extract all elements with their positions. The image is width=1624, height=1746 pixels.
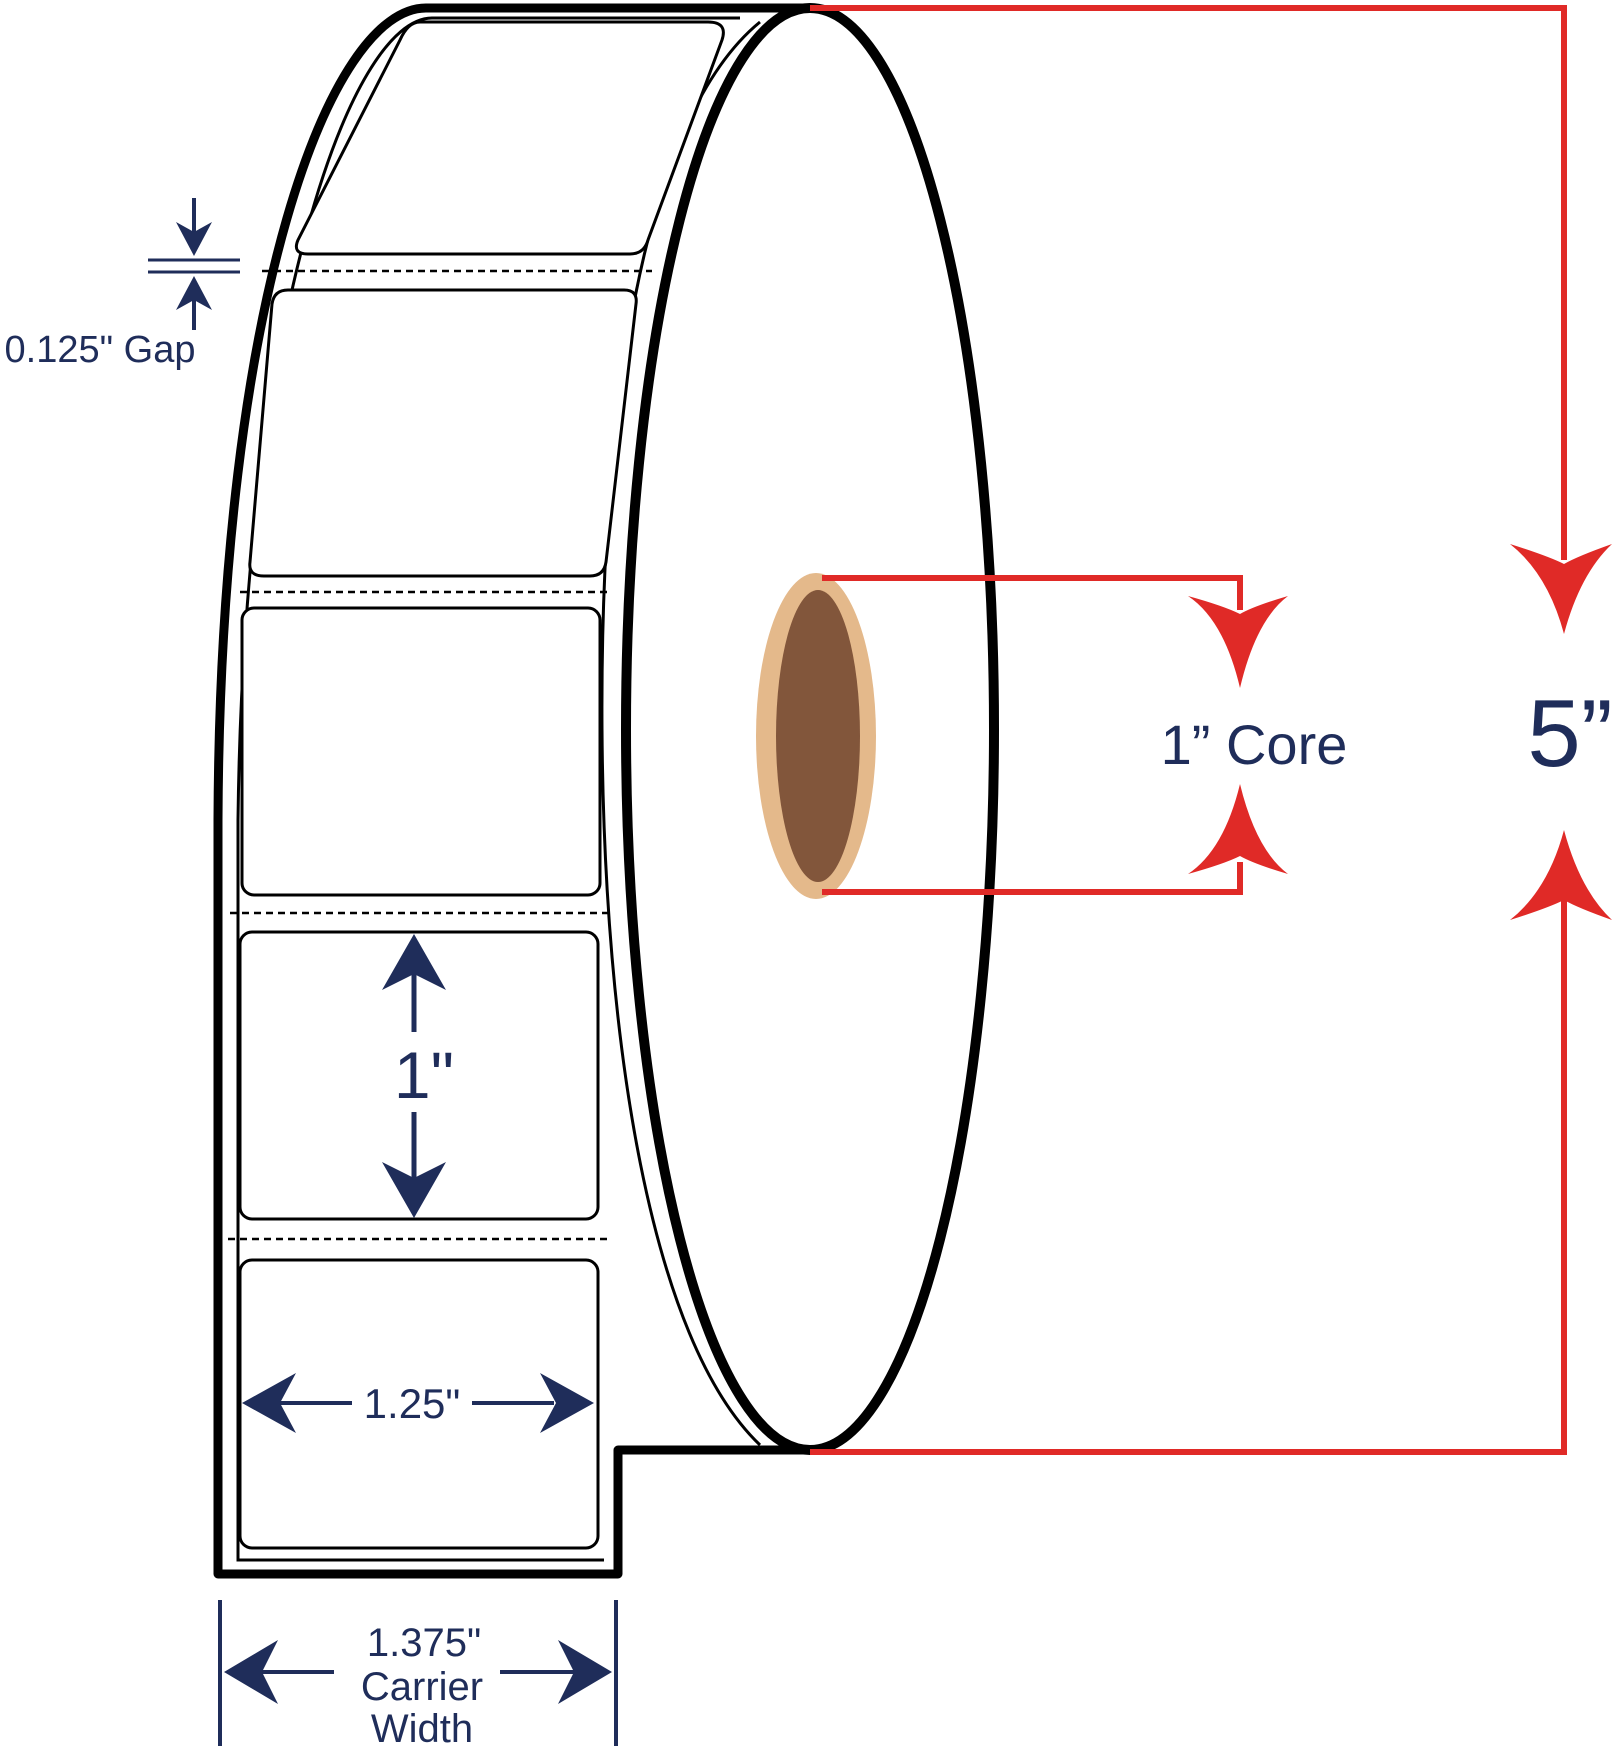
core-label: 1” Core	[1161, 713, 1348, 776]
carrier-width-line2: Width	[371, 1707, 473, 1746]
carrier-width-dimension: 1.375" Carrier Width	[218, 1600, 618, 1746]
labels-on-carrier	[238, 20, 725, 1550]
label-length-dimension: 1"	[382, 934, 454, 1218]
outer-diameter-line	[810, 5, 1567, 1455]
label-width-label: 1.25"	[364, 1380, 461, 1427]
outer-diameter-label: 5”	[1527, 680, 1612, 787]
carrier-arrow-left-head	[224, 1640, 278, 1704]
core-inner	[776, 590, 860, 882]
width-arrow-left-head	[242, 1373, 296, 1433]
carrier-width-value: 1.375"	[367, 1621, 481, 1665]
label-2	[248, 288, 638, 578]
gap-arrow-up-head	[176, 276, 212, 310]
core-arrowhead-down	[1188, 596, 1288, 688]
label-5	[238, 1258, 600, 1550]
gap-label: 0.125" Gap	[5, 329, 196, 371]
label-length-label: 1"	[394, 1038, 454, 1112]
outer-diameter-arrowhead-up	[1510, 830, 1612, 920]
label-3	[240, 606, 602, 897]
gap-arrow-down-head	[176, 222, 212, 256]
core-dimension: 1” Core	[822, 575, 1348, 895]
label-1	[294, 20, 725, 256]
length-arrow-down-head	[382, 1162, 446, 1218]
gap-dimension: 0.125" Gap	[5, 198, 240, 371]
carrier-width-line1: Carrier	[361, 1665, 483, 1709]
label-4	[238, 930, 600, 1221]
gap-lines	[228, 269, 652, 1241]
core-dimension-line	[822, 575, 1243, 895]
label-width-dimension: 1.25"	[242, 1373, 594, 1433]
outer-diameter-dimension: 5”	[810, 5, 1613, 1455]
length-arrow-up-head	[382, 934, 446, 990]
core-arrowhead-up	[1188, 784, 1288, 874]
carrier-arrow-right-head	[558, 1640, 612, 1704]
width-arrow-right-head	[540, 1373, 594, 1433]
outer-diameter-arrowhead-down	[1510, 544, 1612, 634]
